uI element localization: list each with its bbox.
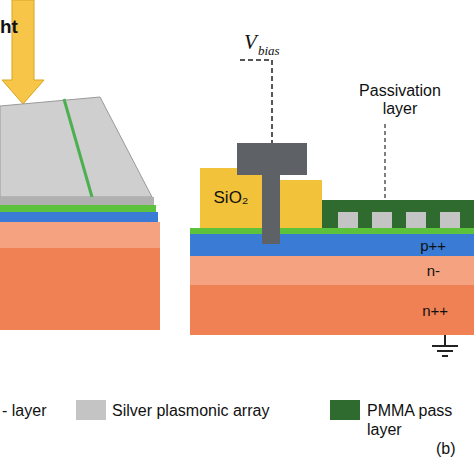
leader-line [384, 124, 386, 198]
silver-square [372, 212, 392, 228]
slab-groove [64, 99, 92, 197]
light-label: ht [0, 16, 18, 38]
bias-wire [240, 60, 272, 143]
layer-label: p++ [420, 237, 446, 254]
silver-square [440, 212, 460, 228]
silver-square [338, 212, 358, 228]
ground-symbol [432, 335, 458, 356]
legend-swatch [330, 400, 360, 420]
contact-stem [262, 175, 280, 244]
blue-layer [0, 212, 158, 222]
oxide-block [280, 180, 322, 228]
orange-layer [0, 248, 160, 330]
silver-square [406, 212, 426, 228]
silver-slab [0, 97, 152, 197]
part-label: Passivation layer [350, 82, 450, 119]
layer-label: n++ [422, 302, 448, 319]
metal-contact [237, 143, 307, 175]
pmma-layer [322, 200, 474, 228]
p-layer-band: p++ [190, 234, 474, 256]
light-orange-layer [0, 222, 160, 248]
oxide-block: SiO₂ [200, 168, 262, 228]
panel-label: (b) [436, 440, 456, 458]
substrate-band: n++ [190, 285, 474, 335]
legend-text: Silver plasmonic array [112, 401, 312, 420]
legend-fragment: - layer [2, 402, 46, 420]
bias-symbol: V [244, 30, 257, 54]
layer-label: n- [427, 262, 440, 279]
legend-swatch [76, 400, 106, 420]
bias-subscript: bias [258, 44, 280, 59]
layer-label: SiO₂ [214, 188, 249, 208]
n-layer-band: n- [190, 256, 474, 285]
legend-text: PMMA pass layer [367, 401, 467, 439]
green-layer [0, 205, 156, 212]
slab-front [0, 197, 154, 205]
light-arrow [2, 0, 44, 104]
